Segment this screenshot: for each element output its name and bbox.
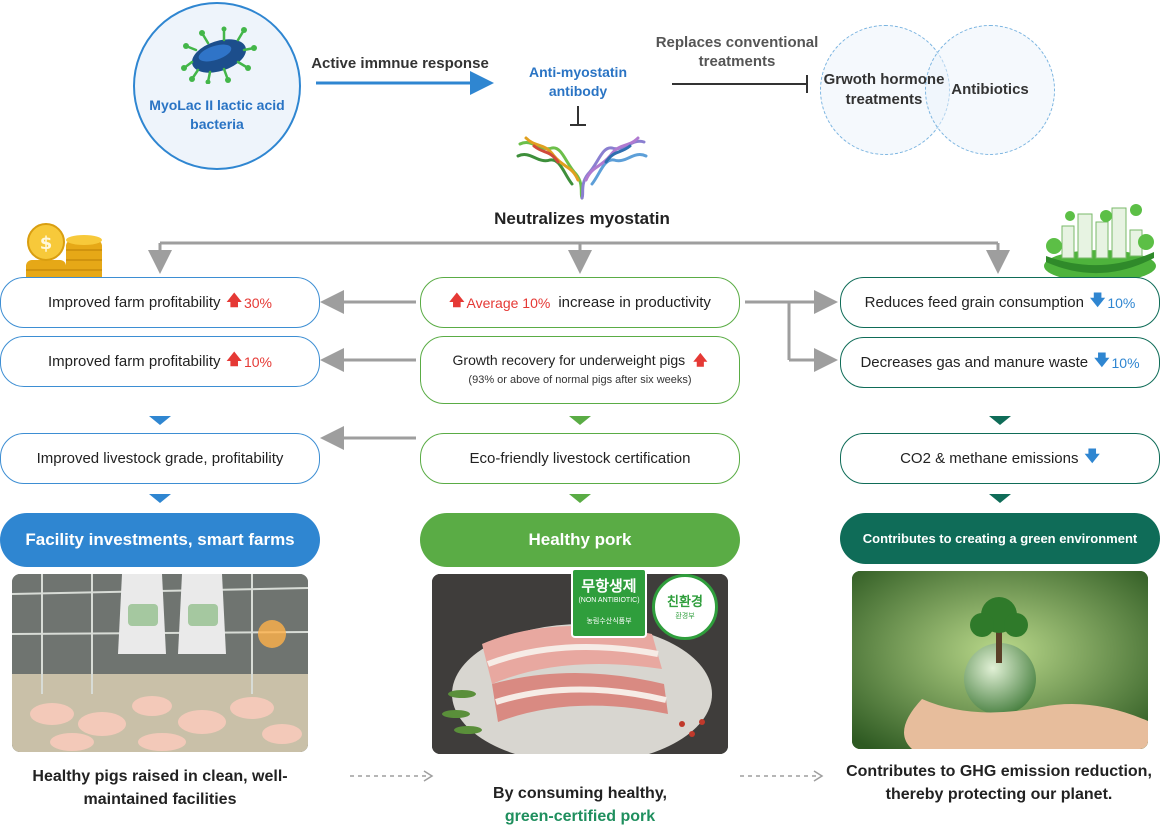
down-arrow-icon: 🡇 — [1084, 448, 1100, 465]
left-header: Facility investments, smart farms — [0, 513, 320, 567]
right-caption: Contributes to GHG emission reduction, t… — [846, 763, 1152, 803]
pig-farm-photo — [12, 574, 308, 752]
center-header: Healthy pork — [420, 513, 740, 567]
growth-text: Growth recovery for underweight pigs — [452, 352, 686, 368]
antibody-label: Anti-myostatin antibody — [529, 64, 627, 99]
down-triangle-icon — [989, 494, 1011, 503]
profit-10-text: Improved farm profitability — [47, 353, 221, 370]
active-response-label: Active immnue response — [311, 55, 489, 72]
up-arrow-icon: 🡅 — [449, 292, 465, 309]
antibody-structure-icon — [516, 136, 648, 200]
bacteria-circle — [133, 2, 301, 170]
bacteria-icon — [181, 26, 257, 84]
feed-grain-value: 10% — [1107, 294, 1136, 311]
profit-10-value: 10% — [243, 353, 272, 370]
profit-10-box: Improved farm profitability 🡅 10% — [0, 336, 320, 387]
gas-waste-value: 10% — [1111, 354, 1140, 371]
eco-cert-box: Eco-friendly livestock certification — [420, 433, 740, 484]
up-arrow-icon: 🡅 — [226, 351, 242, 368]
eco-badge-title: 친환경 — [667, 595, 703, 610]
neutralizes-label: Neutralizes myostatin — [494, 209, 670, 228]
badge-title: 무항생제 — [581, 577, 637, 595]
down-triangle-icon — [149, 416, 171, 425]
feed-grain-box: Reduces feed grain consumption 🡇 10% — [840, 277, 1160, 328]
eco-cert-text: Eco-friendly livestock certification — [469, 450, 691, 467]
productivity-value: Average 10% — [466, 294, 551, 311]
replaces-label: Replaces conventional treatments — [655, 34, 819, 70]
down-triangle-icon — [569, 494, 591, 503]
down-arrow-icon: 🡇 — [1094, 352, 1110, 369]
badge-subtitle: (NON ANTIBIOTIC) — [578, 597, 640, 604]
antibiotics-label: Antibiotics — [951, 81, 1029, 98]
eco-friendly-badge: 친환경 환경부 — [652, 574, 718, 640]
grade-text: Improved livestock grade, profitability — [36, 450, 284, 467]
profit-30-value: 30% — [243, 294, 272, 311]
productivity-box: 🡅 Average 10% increase in productivity — [420, 277, 740, 328]
co2-text: CO2 & methane emissions — [900, 450, 1079, 467]
svg-text:$: $ — [40, 233, 53, 254]
down-triangle-icon — [149, 494, 171, 503]
right-header: Contributes to creating a green environm… — [840, 513, 1160, 564]
green-city-icon — [1044, 204, 1156, 282]
feed-grain-text: Reduces feed grain consumption — [864, 294, 1084, 311]
down-triangle-icon — [569, 416, 591, 425]
growth-box: Growth recovery for underweight pigs 🡅 (… — [420, 336, 740, 404]
profit-30-box: Improved farm profitability 🡅 30% — [0, 277, 320, 328]
growth-subtext: (93% or above of normal pigs after six w… — [468, 374, 692, 386]
gas-waste-box: Decreases gas and manure waste 🡇 10% — [840, 337, 1160, 388]
center-caption-line2: green-certified pork — [504, 808, 656, 825]
down-triangle-icon — [989, 416, 1011, 425]
center-caption-line1: By consuming healthy, — [493, 785, 667, 802]
up-arrow-icon: 🡅 — [226, 292, 242, 309]
hormone-label: Grwoth hormone treatments — [823, 71, 945, 108]
antibiotics-circle — [925, 25, 1055, 155]
badge-footer: 농림수산식품부 — [586, 617, 632, 625]
grade-box: Improved livestock grade, profitability — [0, 433, 320, 484]
eco-badge-subtitle: 환경부 — [675, 612, 695, 620]
gas-waste-text: Decreases gas and manure waste — [860, 354, 1089, 371]
bacteria-label: MyoLac II lactic acid bacteria — [149, 97, 285, 132]
productivity-text: increase in productivity — [558, 294, 711, 311]
profit-30-text: Improved farm profitability — [47, 294, 221, 311]
left-caption: Healthy pigs raised in clean, well-maint… — [32, 768, 288, 808]
green-planet-photo — [852, 571, 1148, 749]
up-arrow-icon: 🡅 — [693, 352, 708, 368]
non-antibiotic-badge: 무항생제 (NON ANTIBIOTIC) 농림수산식품부 — [571, 568, 647, 638]
co2-box: CO2 & methane emissions 🡇 — [840, 433, 1160, 484]
center-caption: By consuming healthy, green-certified po… — [440, 782, 720, 828]
down-arrow-icon: 🡇 — [1089, 292, 1106, 309]
